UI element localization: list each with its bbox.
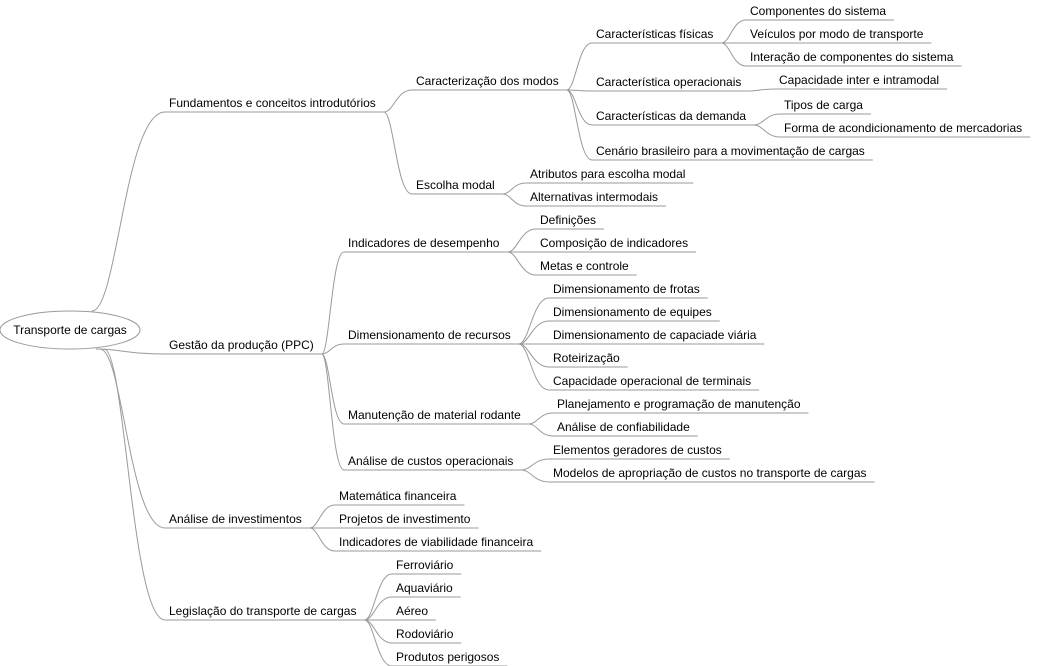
topic-veiculos-por-modo-de-transporte[interactable]: Veículos por modo de transporte: [750, 27, 924, 41]
connector-line: [566, 42, 593, 91]
connector-line: [364, 619, 393, 666]
connector-line: [566, 89, 593, 161]
nodes: Transporte de cargas Fundamentos e concei…: [0, 4, 1022, 664]
connector-line: [518, 343, 550, 391]
topic-componentes-do-sistema[interactable]: Componentes do sistema: [750, 4, 886, 18]
topic-dimensionamento-de-capaciade-viaria[interactable]: Dimensionamento de capaciade viária: [553, 328, 757, 342]
branch-fundamentos-e-conceitos-introdutorios[interactable]: Fundamentos e conceitos introdutórios: [169, 96, 376, 110]
connectors: [91, 19, 1031, 666]
connector-line: [321, 353, 345, 471]
topic-matematica-financeira[interactable]: Matemática financeira: [339, 489, 457, 503]
topic-atributos-para-escolha-modal[interactable]: Atributos para escolha modal: [530, 167, 685, 181]
connector-line: [749, 88, 776, 92]
connector-line: [754, 113, 781, 126]
topic-indicadores-de-desempenho[interactable]: Indicadores de desempenho: [348, 236, 500, 250]
topic-produtos-perigosos[interactable]: Produtos perigosos: [396, 650, 499, 664]
topic-alternativas-intermodais[interactable]: Alternativas intermodais: [530, 190, 658, 204]
topic-projetos-de-investimento[interactable]: Projetos de investimento: [339, 512, 471, 526]
connector-line: [502, 182, 527, 195]
connector-line: [103, 348, 166, 621]
topic-aquaviario[interactable]: Aquaviário: [396, 581, 453, 595]
topic-capacidade-inter-e-intramodal[interactable]: Capacidade inter e intramodal: [779, 73, 939, 87]
topic-aereo[interactable]: Aéreo: [396, 604, 428, 618]
topic-ferroviario[interactable]: Ferroviário: [396, 558, 454, 572]
connector-line: [364, 596, 393, 621]
connector-line: [721, 42, 747, 67]
topic-interacao-de-componentes-do-sistema[interactable]: Interação de componentes do sistema: [750, 50, 954, 64]
topic-rodoviario[interactable]: Rodoviário: [396, 627, 454, 641]
connector-line: [91, 111, 166, 312]
connector-line: [321, 343, 345, 355]
connector-line: [507, 228, 537, 253]
connector-line: [507, 251, 537, 276]
branch-analise-de-investimentos[interactable]: Análise de investimentos: [169, 512, 302, 526]
topic-capacidade-operacional-de-terminais[interactable]: Capacidade operacional de terminais: [553, 374, 751, 388]
topic-forma-de-acondicionamento-de-mercadorias[interactable]: Forma de acondicionamento de mercadorias: [784, 121, 1022, 135]
connector-line: [754, 124, 781, 138]
branch-legislacao-do-transporte-de-cargas[interactable]: Legislação do transporte de cargas: [169, 604, 356, 618]
topic-cenario-brasileiro-para-a-movimentacao-de-cargas[interactable]: Cenário brasileiro para a movimentação d…: [596, 144, 865, 158]
topic-caracterizacao-dos-modos[interactable]: Caracterização dos modos: [416, 74, 559, 88]
connector-line: [309, 504, 336, 529]
topic-tipos-de-carga[interactable]: Tipos de carga: [784, 98, 863, 112]
topic-roteirizacao[interactable]: Roteirização: [553, 351, 620, 365]
topic-definicoes[interactable]: Definições: [540, 213, 596, 227]
connector-line: [528, 412, 554, 425]
connector-line: [321, 251, 345, 355]
connector-line: [309, 527, 336, 552]
topic-metas-e-controle[interactable]: Metas e controle: [540, 259, 629, 273]
connector-line: [518, 297, 550, 345]
topic-analise-de-confiabilidade[interactable]: Análise de confiabilidade: [557, 420, 690, 434]
connector-line: [721, 19, 747, 44]
branch-gestao-da-producao-ppc[interactable]: Gestão da produção (PPC): [169, 338, 314, 352]
topic-composicao-de-indicadores[interactable]: Composição de indicadores: [540, 236, 688, 250]
connector-line: [528, 423, 554, 437]
connector-line: [566, 89, 593, 92]
connector-line: [502, 193, 527, 207]
topic-escolha-modal[interactable]: Escolha modal: [416, 178, 495, 192]
connector-line: [521, 458, 550, 471]
connector-line: [383, 89, 413, 113]
topic-analise-de-custos-operacionais[interactable]: Análise de custos operacionais: [348, 454, 513, 468]
topic-modelos-de-apropriacao-de-custos-no-transporte-de-cargas[interactable]: Modelos de apropriação de custos no tran…: [553, 466, 867, 480]
root-node-ellipse[interactable]: [0, 310, 141, 350]
connector-line: [383, 111, 413, 195]
topic-caracteristicas-fisicas[interactable]: Características físicas: [596, 27, 713, 41]
connector-line: [321, 353, 345, 425]
connector-line: [364, 573, 393, 621]
topic-elementos-geradores-de-custos[interactable]: Elementos geradores de custos: [553, 443, 722, 457]
topic-dimensionamento-de-frotas[interactable]: Dimensionamento de frotas: [553, 282, 700, 296]
topic-caracteristica-operacionais[interactable]: Característica operacionais: [596, 75, 741, 89]
topic-dimensionamento-de-equipes[interactable]: Dimensionamento de equipes: [553, 305, 712, 319]
root-node-label: Transporte de cargas: [13, 323, 127, 337]
topic-caracteristicas-da-demanda[interactable]: Características da demanda: [596, 109, 746, 123]
topic-planejamento-e-programacao-de-manutencao[interactable]: Planejamento e programação de manutenção: [557, 397, 801, 411]
connector-line: [518, 320, 550, 345]
connector-line: [521, 469, 550, 483]
connector-line: [99, 348, 166, 529]
topic-manutencao-de-material-rodante[interactable]: Manutenção de material rodante: [348, 408, 521, 422]
topic-indicadores-de-viabilidade-financeira[interactable]: Indicadores de viabilidade financeira: [339, 535, 533, 549]
topic-dimensionamento-de-recursos[interactable]: Dimensionamento de recursos: [348, 328, 511, 342]
